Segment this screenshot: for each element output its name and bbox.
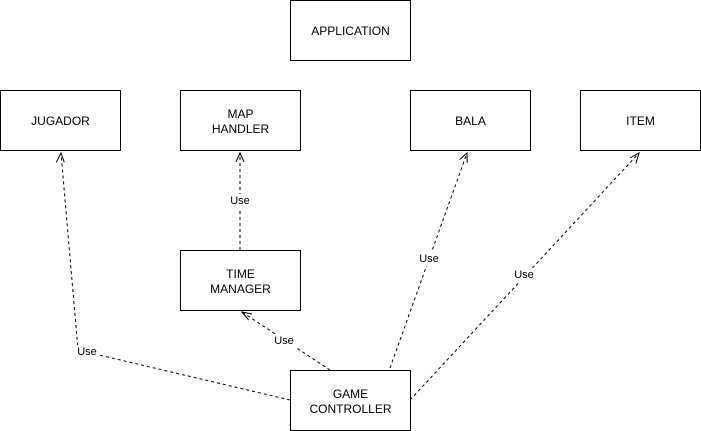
node-label: APPLICATION (311, 24, 389, 38)
node-item[interactable]: ITEM (580, 90, 701, 151)
node-label-line-1: TIME (226, 267, 255, 281)
edge-label-tm-map-handler: Use (228, 194, 252, 208)
node-label-line-1: MAP (227, 107, 253, 121)
edge-label-text: Use (77, 346, 97, 358)
open-arrowhead-icon (629, 151, 640, 164)
node-bala[interactable]: BALA (410, 90, 531, 151)
edge-label-text: Use (514, 269, 534, 281)
node-label-line-1: GAME (333, 387, 368, 401)
open-arrowhead-icon (55, 151, 65, 163)
edge-label-text: Use (230, 195, 250, 207)
node-label: ITEM (626, 114, 655, 128)
edge-label-text: Use (419, 253, 439, 265)
open-arrowhead-icon (459, 151, 468, 163)
node-application[interactable]: APPLICATION (290, 0, 411, 61)
open-arrowhead-icon (235, 151, 245, 163)
node-label: JUGADOR (31, 114, 90, 128)
open-arrowhead-icon (240, 311, 253, 321)
node-game-controller[interactable]: GAME CONTROLLER (290, 370, 411, 431)
edge-label-text: Use (274, 335, 294, 347)
edge-gc-to-time-manager[interactable] (240, 311, 331, 371)
node-label-line-2: HANDLER (212, 122, 270, 136)
node-label-line-2: MANAGER (210, 282, 271, 296)
edge-label-gc-time-manager: Use (272, 334, 296, 348)
node-label: BALA (455, 114, 486, 128)
edge-label-gc-item: Use (512, 268, 536, 282)
node-jugador[interactable]: JUGADOR (0, 90, 121, 151)
edge-label-gc-bala: Use (417, 252, 441, 266)
node-map-handler[interactable]: MAP HANDLER (180, 90, 301, 151)
edge-label-gc-jugador: Use (75, 345, 99, 359)
node-label-line-2: CONTROLLER (309, 402, 391, 416)
node-time-manager[interactable]: TIME MANAGER (180, 250, 301, 311)
